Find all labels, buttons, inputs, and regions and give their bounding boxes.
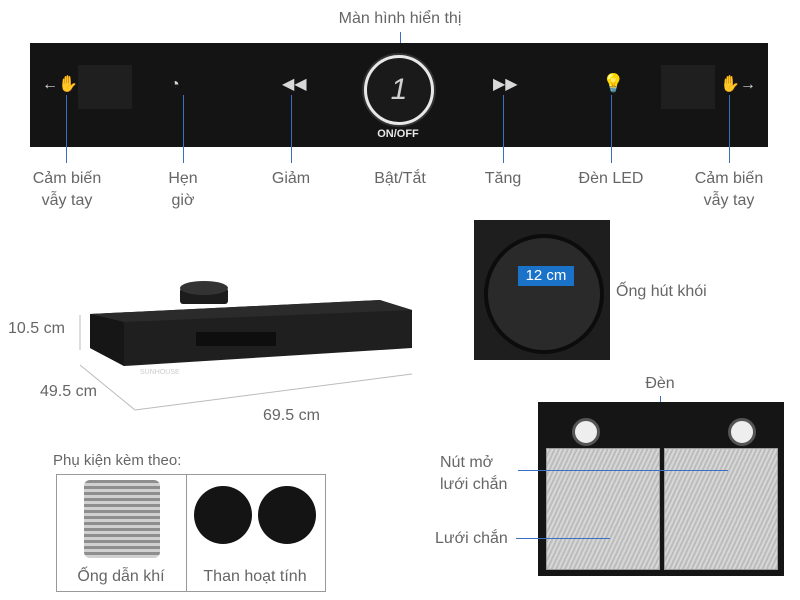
- rewind-icon[interactable]: ◀◀: [282, 76, 307, 93]
- label-lamp: Đèn: [645, 375, 675, 392]
- leader-increase: [503, 95, 504, 163]
- label-power: Bật/Tắt: [374, 170, 426, 187]
- lamp-left: [572, 418, 600, 446]
- carbon-filter-left-image: [194, 486, 252, 544]
- label-display: Màn hình hiển thị: [338, 10, 462, 27]
- leader-gesture-left: [66, 95, 67, 163]
- label-air-duct: Ống dẫn khí: [77, 568, 165, 585]
- filter-mesh-left: [546, 448, 660, 570]
- label-gesture-right: Cảm biến vẫy tay: [694, 170, 764, 209]
- exhaust-pipe-photo: 12 cm: [474, 220, 610, 360]
- leader-timer: [183, 95, 184, 163]
- filter-mesh-right: [664, 448, 778, 570]
- leader-led: [611, 95, 612, 163]
- dim-width: 69.5 cm: [263, 407, 320, 424]
- air-duct-image: [84, 480, 160, 558]
- hood-brand-text: SUNHOUSE: [140, 369, 180, 376]
- hand-wave-left-icon[interactable]: ←✋: [42, 76, 78, 93]
- label-decrease: Giảm: [271, 170, 311, 187]
- dim-pipe-diameter: 12 cm: [518, 266, 574, 286]
- label-timer: Hẹn giờ: [168, 170, 198, 209]
- leader-decrease: [291, 95, 292, 163]
- filter-view: [538, 402, 784, 576]
- gesture-sensor-window-right: [661, 65, 715, 109]
- lamp-right: [728, 418, 756, 446]
- leader-filter-button: [518, 470, 728, 471]
- gesture-sensor-window-left: [78, 65, 132, 109]
- display-digit: 1: [390, 73, 408, 106]
- label-gesture-left: Cảm biến vẫy tay: [32, 170, 102, 209]
- timer-icon[interactable]: ◔: [170, 76, 180, 93]
- dim-height: 10.5 cm: [8, 320, 65, 337]
- dim-depth: 49.5 cm: [40, 383, 97, 400]
- label-exhaust-pipe: Ống hút khói: [616, 283, 707, 300]
- accessories-heading: Phụ kiện kèm theo:: [53, 452, 182, 469]
- carbon-filter-right-image: [258, 486, 316, 544]
- fast-forward-icon[interactable]: ▶▶: [493, 76, 518, 93]
- hand-wave-right-icon[interactable]: ✋→: [720, 76, 756, 93]
- on-off-label: ON/OFF: [377, 128, 419, 140]
- range-hood-image: [79, 281, 413, 411]
- leader-filter: [516, 538, 610, 539]
- label-filter-button: Nút mở lưới chắn: [440, 454, 508, 493]
- label-activated-carbon: Than hoạt tính: [203, 568, 307, 585]
- bulb-icon[interactable]: 💡: [602, 73, 625, 93]
- label-led: Đèn LED: [578, 170, 644, 187]
- leader-gesture-right: [729, 95, 730, 163]
- label-increase: Tăng: [484, 170, 522, 187]
- power-knob-icon[interactable]: 1: [364, 55, 434, 125]
- pipe-ring: [484, 234, 604, 354]
- label-filter: Lưới chắn: [435, 530, 508, 547]
